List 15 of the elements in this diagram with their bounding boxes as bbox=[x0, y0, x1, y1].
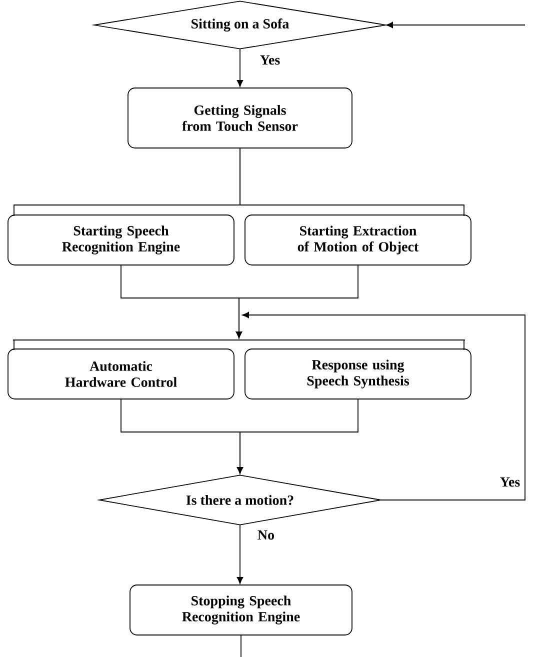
arrow bbox=[236, 264, 358, 338]
edge-label: Yes bbox=[498, 476, 522, 488]
process-box: Getting Signals from Touch Sensor bbox=[128, 88, 352, 148]
process-box: Starting Speech Recognition Engine bbox=[8, 214, 234, 266]
arrow bbox=[236, 398, 358, 474]
process-box: Starting Extraction of Motion of Object bbox=[244, 214, 472, 266]
arrow bbox=[236, 48, 244, 87]
process-box: Automatic Hardware Control bbox=[8, 348, 234, 400]
process-box: Stopping Speech Recognition Engine bbox=[130, 584, 352, 636]
arrow bbox=[386, 22, 526, 28]
process-box: Response using Speech Synthesis bbox=[244, 348, 472, 400]
arrow bbox=[236, 524, 244, 584]
edge-label: Yes bbox=[258, 54, 282, 66]
arrow bbox=[242, 312, 526, 500]
edge-label: No bbox=[256, 529, 276, 541]
